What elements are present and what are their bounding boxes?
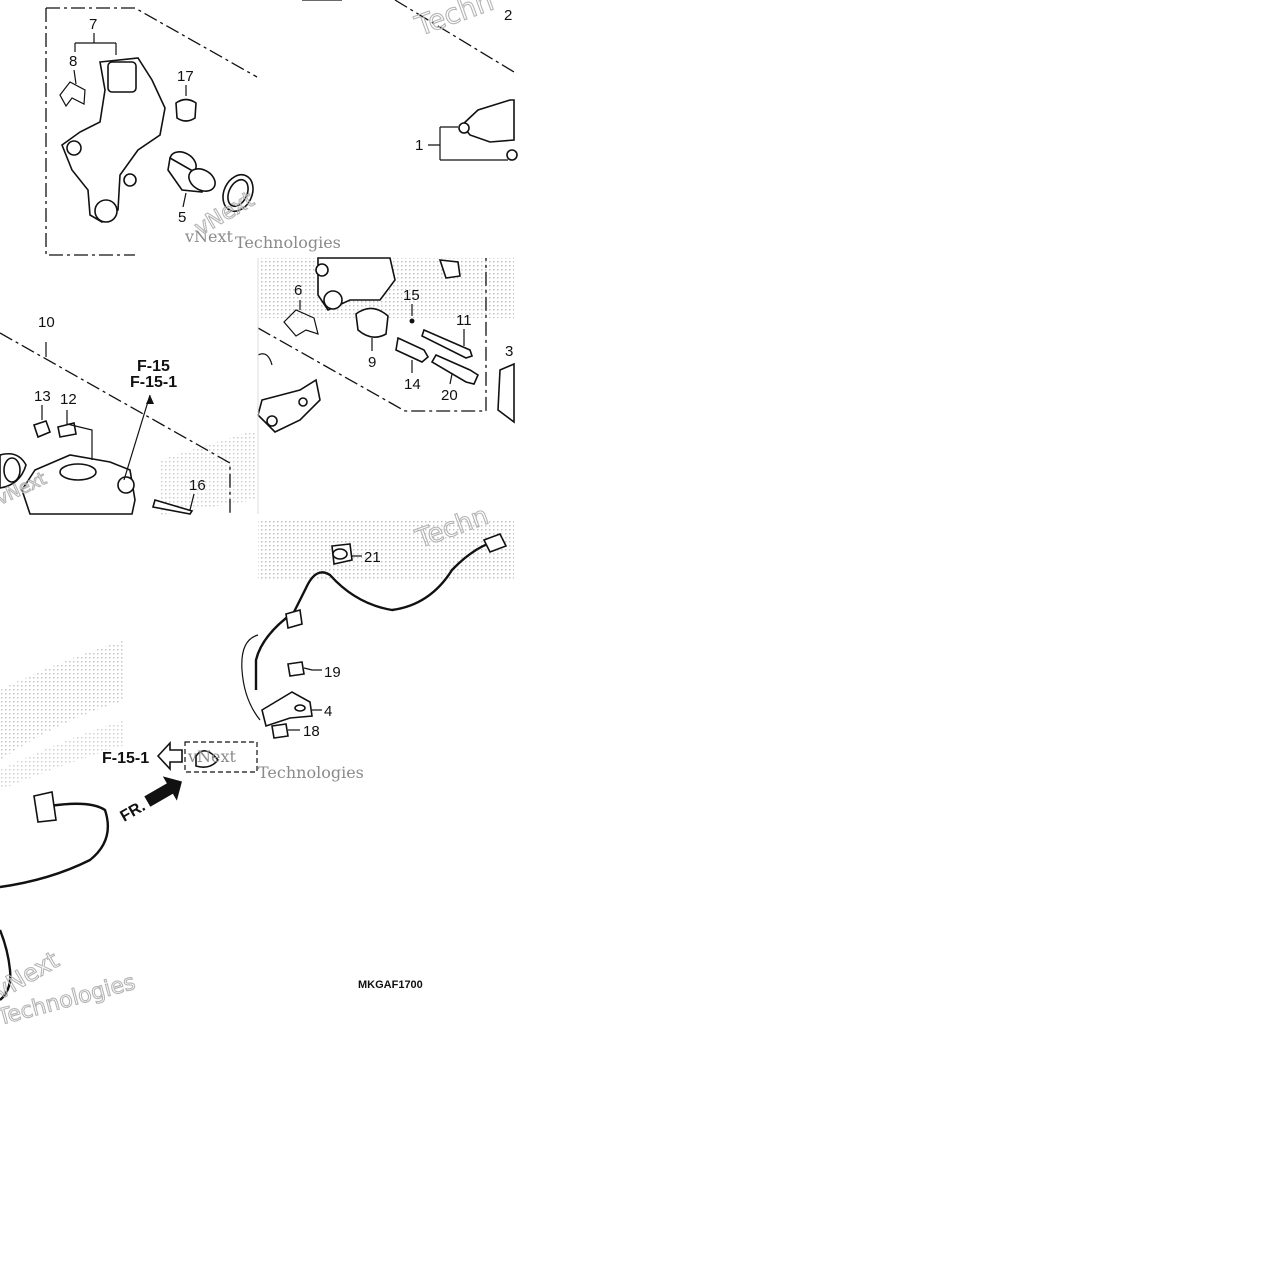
- callout-11: 11: [456, 312, 472, 329]
- bleeder-13: [32, 419, 52, 439]
- piston-5: [167, 151, 216, 193]
- ref-leader: [123, 394, 151, 481]
- callout-9: 9: [368, 354, 376, 371]
- callout-2: 2: [504, 7, 512, 24]
- sensor-bracket-4: [261, 691, 313, 728]
- caliper-body: [0, 452, 136, 515]
- retainer-15: [409, 318, 415, 324]
- pin-boot-17: [175, 98, 197, 122]
- pad-spring-6: [283, 309, 319, 337]
- ref-detail-box: [184, 741, 258, 773]
- pin-boot-9: [355, 307, 389, 338]
- wire-clip-21: [331, 543, 353, 565]
- callout-8: 8: [69, 53, 77, 70]
- callout-14: 14: [404, 376, 421, 393]
- diagram-code: MKGAF1700: [358, 979, 423, 991]
- callout-1: 1: [415, 137, 423, 154]
- ref-arrow-label: F-15-1: [102, 750, 149, 767]
- ref-f15: F-15: [137, 358, 170, 375]
- ref-arrow-icon: [156, 740, 183, 772]
- caliper-half: [315, 257, 396, 312]
- callout-5: 5: [178, 209, 186, 226]
- pins-group-frame: [257, 258, 487, 412]
- callout-6: 6: [294, 282, 302, 299]
- bolt-20: [430, 353, 480, 385]
- watermark-5: vNext: [187, 747, 237, 766]
- bolt-18: [271, 723, 289, 739]
- piston-seal: [222, 173, 254, 213]
- ref-f15-1: F-15-1: [130, 374, 177, 391]
- slide-pin-16: [151, 499, 194, 515]
- callout-3: 3: [505, 343, 513, 360]
- callout-10: 10: [38, 314, 55, 331]
- caliper-bracket: [61, 57, 166, 223]
- bolt-top: [438, 259, 461, 279]
- watermark-1: vNext: [184, 227, 234, 246]
- pad-spring-clip: [59, 81, 86, 108]
- callout-18: 18: [303, 723, 320, 740]
- caliper-group-frame: [0, 332, 231, 514]
- callout-21: 21: [364, 549, 381, 566]
- wheel-speed-sensor-wire: [0, 791, 110, 1001]
- callout-7: 7: [89, 16, 97, 33]
- brake-pad-inner: [257, 378, 321, 433]
- callout-12: 12: [60, 391, 77, 408]
- callout-20: 20: [441, 387, 458, 404]
- pin-11: [421, 328, 474, 359]
- callout-15: 15: [403, 287, 420, 304]
- sleeve-14: [395, 336, 430, 363]
- watermark-2: Technologies: [235, 233, 341, 252]
- pads-group-frame: [302, 0, 515, 73]
- callout-17: 17: [177, 68, 194, 85]
- front-label: FR.: [118, 798, 149, 826]
- wire-clip-small: [285, 608, 303, 630]
- brake-pad-set: [458, 99, 518, 161]
- callout-19: 19: [324, 664, 341, 681]
- callout-13: 13: [34, 388, 51, 405]
- callout-4: 4: [324, 703, 332, 720]
- watermark-6: Technologies: [258, 763, 364, 782]
- caliper-edge-3: [497, 362, 515, 424]
- bolt-19: [287, 661, 313, 677]
- bracket-group-frame: [45, 7, 258, 256]
- front-direction-arrow-icon: [144, 776, 182, 807]
- callout-16: 16: [189, 477, 206, 494]
